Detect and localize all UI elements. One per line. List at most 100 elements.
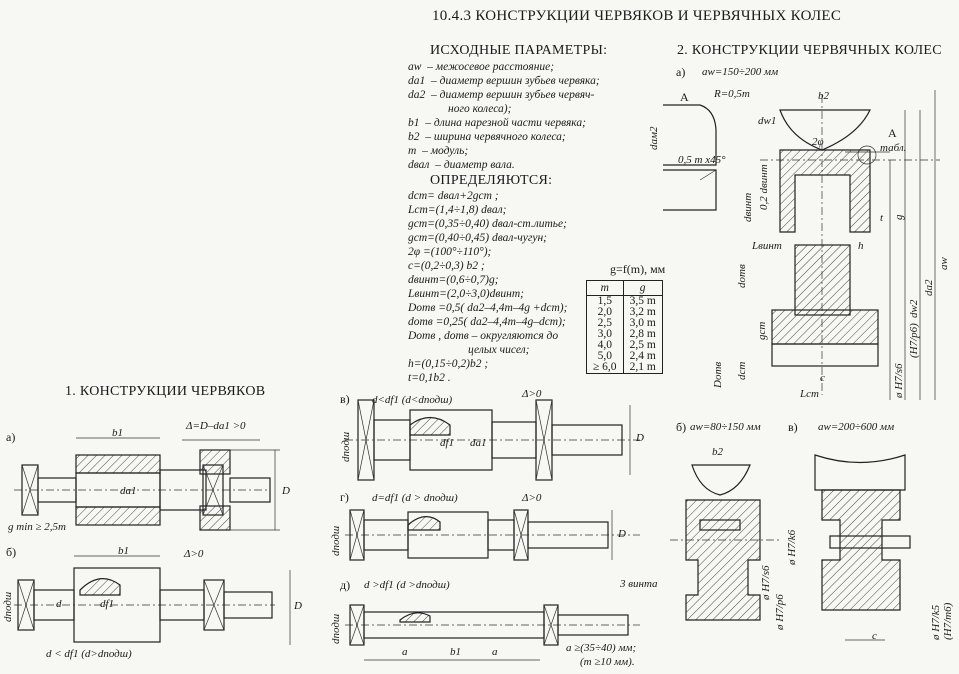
s1-v-df1: df1 [440,437,455,449]
table-header: m [586,280,624,296]
s1-v-note: d<df1 (d<dподш) [372,394,453,406]
formula-item: gст=(0,40÷0,45) dвал-чугун; [408,232,547,244]
formula-item: dотв =0,25( da2–4,4m–4g–dст); [408,316,566,328]
worm-drawing-a [14,437,280,531]
s2-dw2: dw2 [908,299,920,318]
formula-list: dст= dвал+2gст ; Lст=(1,4÷1,8) dвал; gст… [408,189,567,385]
s2-fit2: (H7/p6) [908,323,920,358]
s2-detail-chamfer: 0,5 m x45° [678,154,726,166]
wheel-drawing-v [814,454,911,641]
s2-dst: dст [736,361,748,380]
wheel-drawing-a [760,90,940,400]
s2-t: t [880,212,884,224]
s1-v-dpodsh: dподш [340,431,352,462]
param-da2: da2 – диаметр вершин зубьев червяч- [408,89,595,101]
s2-Dotv: Dотв [712,361,724,388]
formula-item: Lст=(1,4÷1,8) dвал; [408,204,507,216]
s1-v-label: в) [340,392,350,406]
s2-b-screws: 3 винта [620,578,658,590]
determine-heading: ОПРЕДЕЛЯЮТСЯ: [430,173,553,188]
s2-Lvint: Lвинт [752,240,782,252]
s2-v-fit2: ø H7/k5 (H7/m6) [930,602,954,640]
param-b1: b1 – длина нарезной части червяка; [408,117,586,129]
s2-b-range: aw=80÷150 мм [690,421,761,433]
table-caption: g=f(m), мм [610,262,666,276]
s1-b-label: б) [6,545,17,559]
formula-item: gст=(0,35÷0,40) dвал-ст.литье; [408,218,567,230]
s2-b2: b2 [818,90,829,102]
s1-v-cond: Δ>0 [522,388,542,400]
worm-drawing-g [345,509,640,561]
s1-d-a2: a [492,646,498,658]
s1-d-a1: a [402,646,408,658]
s1-b-dpodsh: dподш [2,591,14,622]
param-aw: aw – межосевое расстояние; [408,61,555,73]
formula-item: 2φ =(100°÷110°); [408,246,492,258]
s1-a-label: а) [6,430,16,444]
s1-b-note: d < df1 (d>dподш) [46,648,132,660]
s1-a-b1: b1 [112,427,123,439]
s2-twophi: 2φ [812,136,824,148]
s2-v-c: c [872,630,877,642]
s1-g-cond: Δ>0 [522,492,542,504]
section2-heading: 2. КОНСТРУКЦИИ ЧЕРВЯЧНЫХ КОЛЕС [677,43,942,58]
s1-d-dpodsh: dподш [330,613,342,644]
formula-item: dвинт=(0,6÷0,7)g; [408,274,499,286]
s2-detail-R: R=0,5m [714,88,750,100]
param-b2: b2 – ширина червячного колеса; [408,131,566,143]
s2-dw1: dw1 [758,115,777,127]
s2-v-fit1: ø H7/k6 [786,529,798,565]
s2-da2: da2 [923,279,935,297]
s1-d-note: d >df1 (d >dподш) [364,579,450,591]
s1-v-da1: da1 [470,437,487,449]
table-header: g [622,280,663,296]
s1-d-b1: b1 [450,646,461,658]
s2-detail-dam2: dам2 [648,126,660,150]
formula-item: Dотв , dотв – округляются до [408,330,559,342]
s1-b-d: d [56,598,62,610]
s2-c: c [820,372,825,384]
worm-drawing-v [345,399,640,481]
s2-v-label: в) [788,420,798,434]
s2-a-label: а) [676,65,686,79]
formula-item: Lвинт=(2,0÷3,0)dвинт; [408,288,524,300]
s1-b-b1: b1 [118,545,129,557]
formula-item: t=0,1b2 . [408,372,451,384]
s2-Lst: Lст [800,388,819,400]
worm-drawing-d [345,604,640,661]
param-da1: da1 – диаметр вершин зубьев червяка; [408,75,600,87]
formula-item: dст= dвал+2gст ; [408,190,499,202]
s2-a-range: aw=150÷200 мм [702,66,779,78]
params-list: aw – межосевое расстояние; da1 – диаметр… [408,60,600,172]
s1-b-df1: df1 [100,598,115,610]
s2-b-label: б) [676,420,687,434]
s1-b-cond: Δ>0 [184,548,204,560]
s2-h: h [858,240,864,252]
param-dval: dвал – диаметр вала. [408,159,515,171]
s2-b-fit2: ø H7/p6 [774,594,786,630]
s2-b-b2: b2 [712,446,723,458]
s2-fit3: ø H7/s6 [893,363,905,398]
s2-detail-A: A [680,90,689,104]
s2-dotv: dотв [736,264,748,288]
s1-d-a-rule: a ≥(35÷40) мм; [566,642,637,654]
s1-g-note: d=df1 (d > dподш) [372,492,458,504]
formula-item: c=(0,2÷0,3) b2 ; [408,260,485,272]
s2-dvint-02: 0,2 dвинт [758,164,770,210]
wheel-drawing-b [670,464,780,621]
param-m: m – модуль; [408,145,469,157]
s2-aw: aw [938,257,950,270]
s1-a-da1: da1 [120,485,137,497]
params-heading: ИСХОДНЫЕ ПАРАМЕТРЫ: [430,43,608,58]
s1-d-m-rule: (m ≥10 мм). [580,656,635,668]
s1-b-D: D [294,600,302,612]
s2-v-range: aw=200÷600 мм [818,421,895,433]
